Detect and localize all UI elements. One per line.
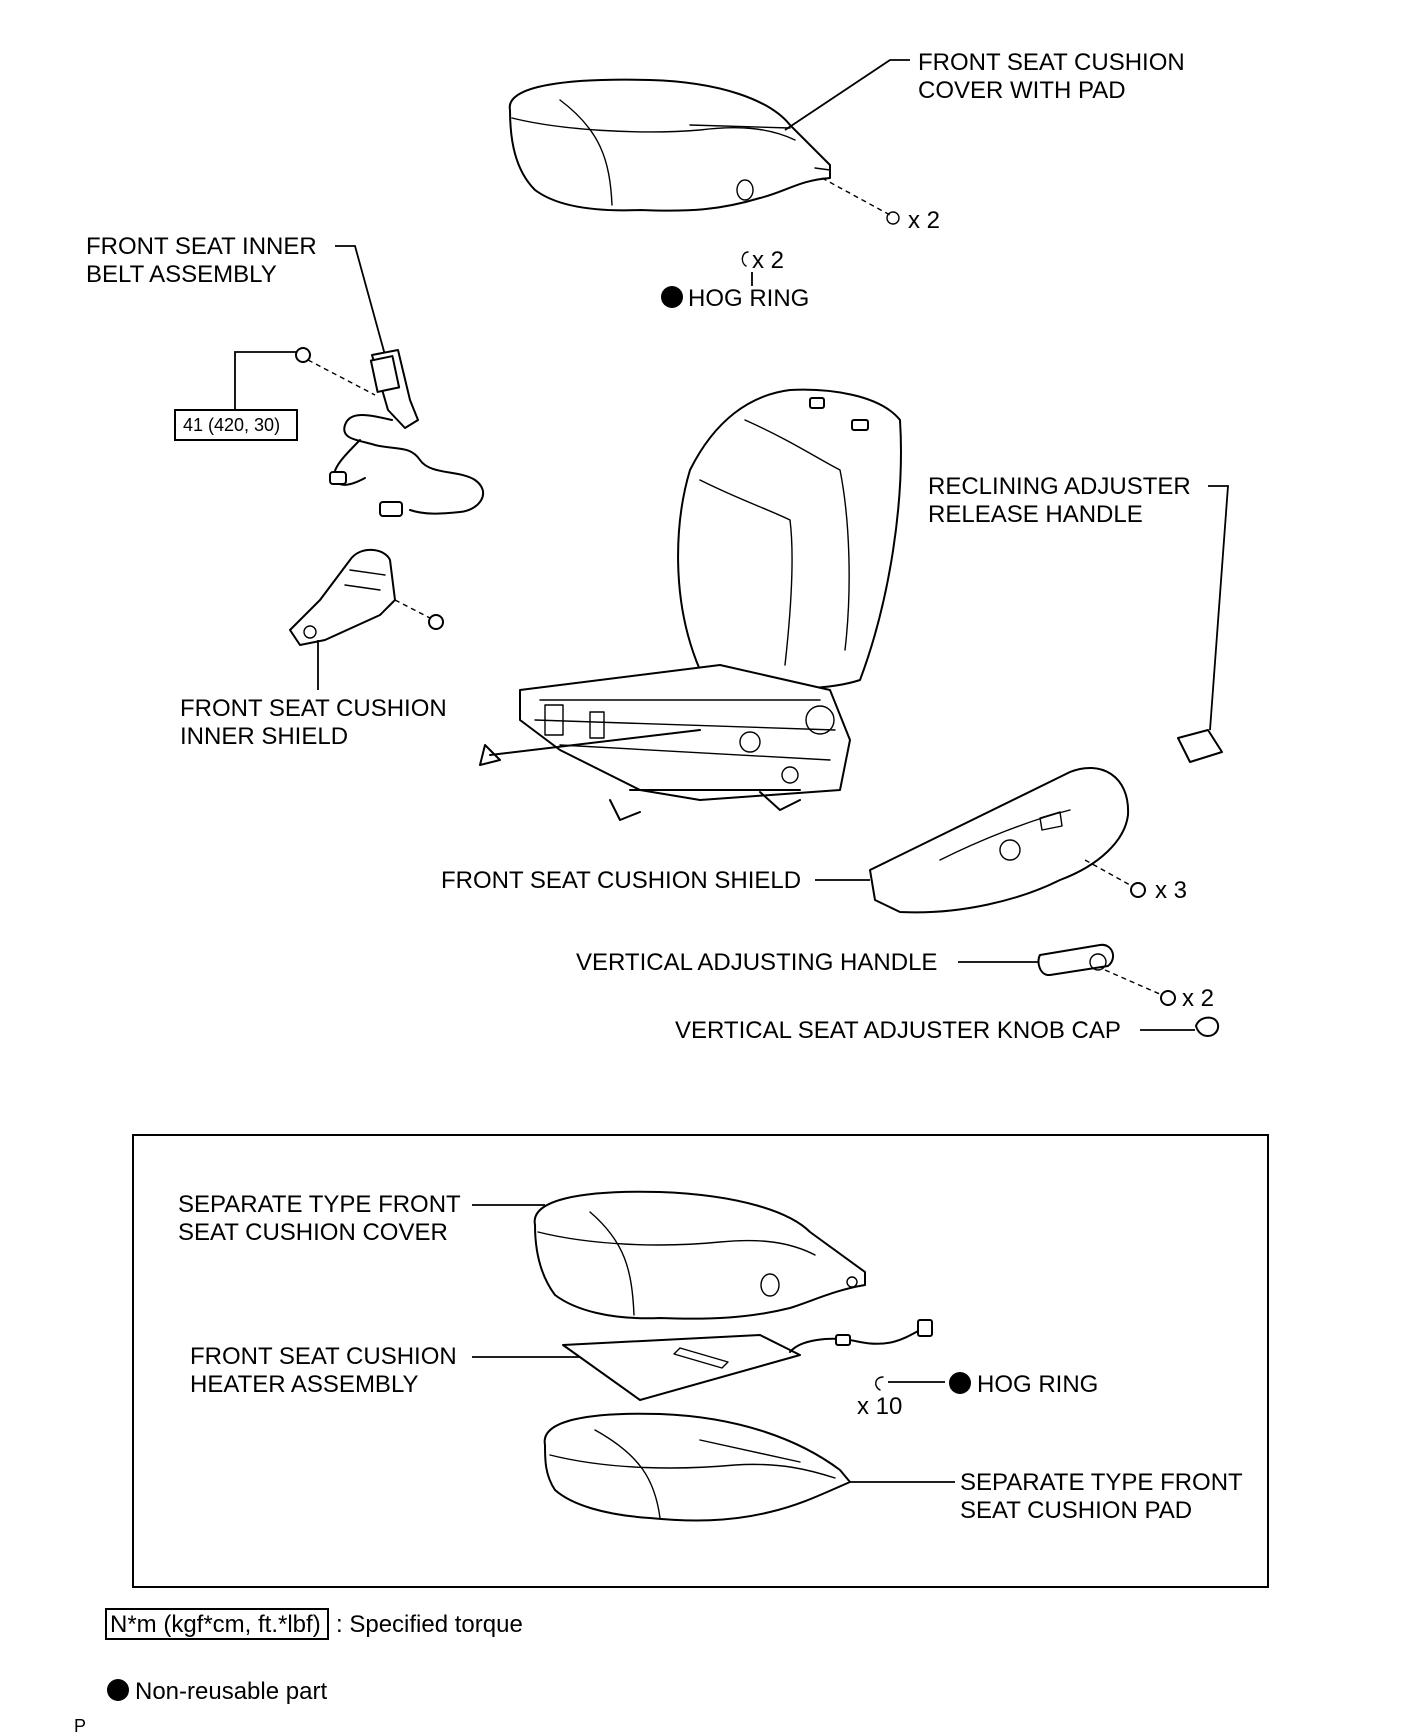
knob-cap-label: VERTICAL SEAT ADJUSTER KNOB CAP (675, 1017, 1121, 1044)
cushion-cover-pad-label-2: COVER WITH PAD (918, 77, 1126, 104)
clip-icon (886, 211, 900, 225)
inner-shield-label-2: INNER SHIELD (180, 723, 348, 750)
non-reusable-dot-icon-2 (949, 1372, 971, 1394)
separate-pad-label-1: SEPARATE TYPE FRONT (960, 1469, 1243, 1496)
qty-cover-clips: x 2 (908, 207, 940, 234)
separate-cushion-pad-drawing (543, 1412, 851, 1522)
separate-cover-label-1: SEPARATE TYPE FRONT (178, 1191, 461, 1218)
separate-pad-label-2: SEAT CUSHION PAD (960, 1497, 1192, 1524)
torque-legend-box (105, 1608, 329, 1640)
inner-belt-assembly-drawing (329, 349, 484, 517)
hog-ring-icon (875, 1376, 884, 1391)
non-reusable-label: Non-reusable part (135, 1678, 327, 1705)
cushion-cover-with-pad-drawing (508, 78, 831, 212)
vertical-handle-label: VERTICAL ADJUSTING HANDLE (576, 949, 937, 976)
hog-ring-top-icon (741, 251, 749, 267)
inner-shield-drawing (289, 548, 396, 646)
inner-shield-label-1: FRONT SEAT CUSHION (180, 695, 447, 722)
hog-ring-top-label: HOG RING (688, 285, 809, 312)
inset-frame (132, 1134, 1269, 1588)
legend-dot-icon (107, 1679, 129, 1701)
knob-cap-drawing (1195, 1016, 1220, 1037)
heater-label-1: FRONT SEAT CUSHION (190, 1343, 457, 1370)
reclining-label-1: RECLINING ADJUSTER (928, 473, 1191, 500)
seat-back-drawing (677, 388, 902, 691)
qty-handle-screws: x 2 (1182, 985, 1214, 1012)
inner-belt-label-1: FRONT SEAT INNER (86, 233, 317, 260)
cushion-cover-pad-label-1: FRONT SEAT CUSHION (918, 49, 1185, 76)
cushion-shield-label: FRONT SEAT CUSHION SHIELD (441, 867, 801, 894)
separate-cover-label-2: SEAT CUSHION COVER (178, 1219, 448, 1246)
torque-unit: N*m (kgf*cm, ft.*lbf) (110, 1611, 321, 1638)
reclining-label-2: RELEASE HANDLE (928, 501, 1143, 528)
screw-icon (428, 614, 444, 630)
qty-shield-screws: x 3 (1155, 877, 1187, 904)
cushion-shield-drawing (869, 767, 1130, 914)
separate-cushion-cover-drawing (533, 1190, 866, 1320)
screw-icon-2 (1130, 882, 1146, 898)
reclining-handle-drawing (1177, 729, 1223, 763)
bolt-icon (295, 347, 311, 363)
torque-box (174, 409, 298, 441)
hog-ring-label: HOG RING (977, 1371, 1098, 1398)
torque-desc: : Specified torque (336, 1611, 523, 1638)
footer-code: P (74, 1716, 86, 1734)
qty-hog-ring: x 10 (857, 1393, 902, 1420)
qty-hog-ring-top: x 2 (752, 247, 784, 274)
heater-assembly-drawing (562, 1319, 933, 1401)
torque-value: 41 (420, 30) (183, 415, 280, 435)
heater-label-2: HEATER ASSEMBLY (190, 1371, 419, 1398)
vertical-handle-drawing (1037, 943, 1115, 976)
seat-frame-drawing (479, 664, 851, 821)
inner-belt-label-2: BELT ASSEMBLY (86, 261, 277, 288)
screw-icon-3 (1160, 990, 1176, 1006)
non-reusable-dot-icon (661, 286, 683, 308)
